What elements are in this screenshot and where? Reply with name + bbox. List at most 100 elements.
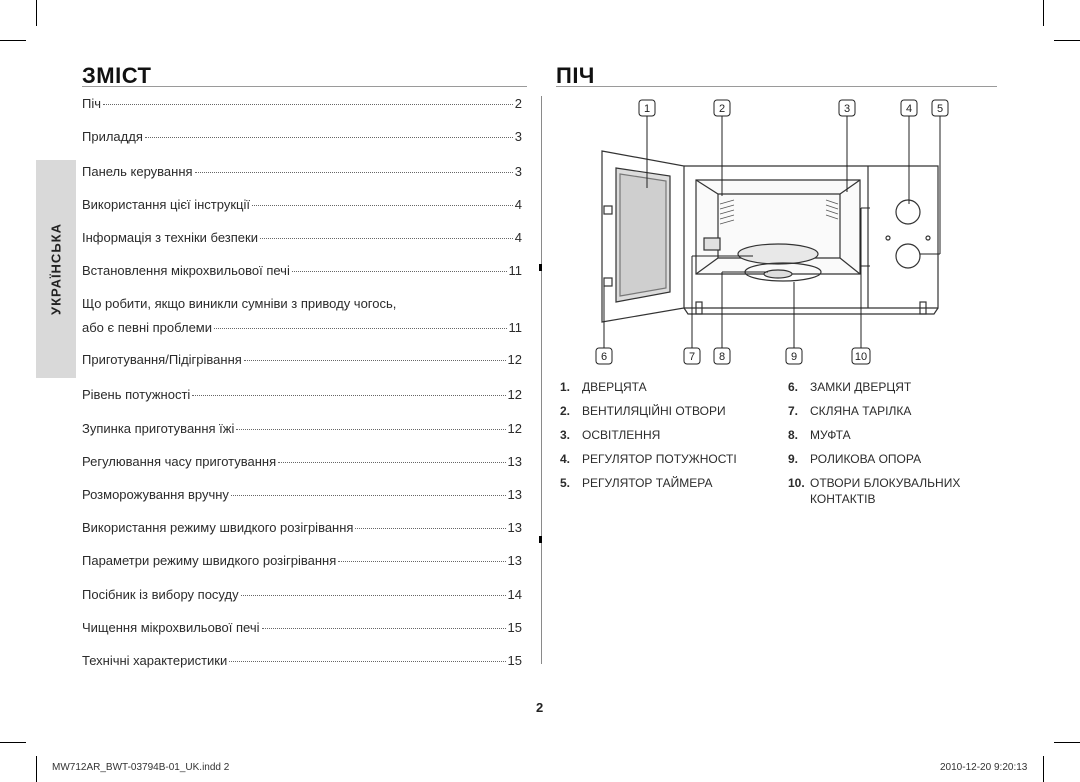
legend-num: 6. (788, 380, 799, 394)
legend-text: ОТВОРИ БЛОКУВАЛЬНИХ (810, 476, 961, 490)
toc-label: Панель керування (82, 164, 193, 179)
dot-leader (278, 462, 506, 463)
toc-page: 11 (508, 320, 523, 335)
oven-body (683, 165, 939, 315)
toc-page: 3 (514, 164, 522, 179)
callout-bottom (595, 347, 871, 365)
toc-entry[interactable]: Панель керування 3 (82, 164, 522, 179)
crop-mark (1043, 756, 1044, 782)
toc-label: Зупинка приготування їжі (82, 421, 235, 436)
callout-9: 9 (791, 351, 797, 363)
toc-label: Регулювання часу приготування (82, 454, 277, 469)
registration-mark (539, 536, 542, 543)
callout-1: 1 (644, 103, 650, 115)
dot-leader (243, 360, 506, 361)
dot-leader (103, 104, 513, 105)
dot-leader (194, 172, 513, 173)
toc-entry[interactable]: Використання цієї інструкції 4 (82, 197, 522, 212)
toc-page: 11 (508, 263, 523, 278)
legend-text: РЕГУЛЯТОР ТАЙМЕРА (582, 476, 713, 490)
dot-leader (259, 238, 513, 239)
legend-num: 3. (560, 428, 571, 442)
legend-item: 5. РЕГУЛЯТОР ТАЙМЕРА (560, 476, 713, 490)
toc-label: Інформація з техніки безпеки (82, 230, 258, 245)
toc-entry[interactable]: Зупинка приготування їжі 12 (82, 421, 522, 436)
toc-label: Використання цієї інструкції (82, 197, 250, 212)
legend-num: 7. (788, 404, 799, 418)
legend-text: РЕГУЛЯТОР ПОТУЖНОСТІ (582, 452, 737, 466)
page-number: 2 (536, 700, 544, 715)
callout-4: 4 (906, 103, 912, 115)
callout-6: 6 (601, 351, 607, 363)
toc-entry[interactable]: Інформація з техніки безпеки 4 (82, 230, 522, 245)
toc-page: 13 (507, 553, 522, 568)
legend-item: 6. ЗАМКИ ДВЕРЦЯТ (788, 380, 911, 394)
callout-2: 2 (719, 103, 725, 115)
legend-num: 5. (560, 476, 571, 490)
toc-label: Рівень потужності (82, 387, 191, 402)
toc-label: Розморожування вручну (82, 487, 229, 502)
callout-top (638, 99, 949, 117)
callout-7: 7 (689, 351, 695, 363)
dot-leader (192, 395, 506, 396)
dot-leader (144, 137, 513, 138)
dot-leader (251, 205, 513, 206)
legend-item: 10. ОТВОРИ БЛОКУВАЛЬНИХ (788, 476, 960, 490)
door (601, 150, 685, 323)
dot-leader (291, 271, 507, 272)
toc-page: 13 (507, 487, 522, 502)
crop-mark (0, 742, 26, 743)
crop-mark (1054, 40, 1080, 41)
legend-item: 9.РОЛИКОВА ОПОРА (788, 452, 921, 466)
callout-3: 3 (844, 103, 850, 115)
toc-page: 12 (507, 387, 522, 402)
toc-page: 12 (507, 421, 522, 436)
toc-label: Приладдя (82, 129, 143, 144)
dot-leader (229, 661, 506, 662)
legend-item: 1.ДВЕРЦЯТА (560, 380, 647, 394)
legend-text: ДВЕРЦЯТА (582, 380, 647, 394)
crop-mark (1054, 742, 1080, 743)
footer-time: 9:20:13 (994, 762, 1028, 773)
dot-leader (230, 495, 506, 496)
dot-leader (240, 595, 506, 596)
legend-text: РОЛИКОВА ОПОРА (810, 452, 922, 466)
vents (719, 199, 839, 225)
dot-leader (355, 528, 506, 529)
oven-title: ПІЧ (556, 63, 595, 88)
legend-num: 2. (560, 404, 571, 418)
legend-num: 10. (788, 476, 805, 490)
legend-text: КОНТАКТІВ (810, 492, 876, 506)
toc-entry[interactable]: Рівень потужності 12 (82, 387, 522, 402)
toc-page: 4 (514, 197, 522, 212)
toc-label: Технічні характеристики (82, 653, 228, 668)
microwave-diagram: 1 2 3 4 5 6 7 8 9 10 (595, 99, 949, 365)
toc-page: 3 (514, 129, 522, 144)
callout-10: 10 (855, 351, 867, 363)
toc-entry[interactable]: Використання режиму швидкого розігріванн… (82, 520, 522, 535)
legend-item: 4.РЕГУЛЯТОР ПОТУЖНОСТІ (560, 452, 737, 466)
crop-mark (1043, 0, 1044, 26)
legend-text: ЗАМКИ ДВЕРЦЯТ (810, 380, 912, 394)
legend-text: ОСВІТЛЕННЯ (582, 428, 661, 442)
legend-item: 3. ОСВІТЛЕННЯ (560, 428, 660, 442)
toc-entry[interactable]: Розморожування вручну 13 (82, 487, 522, 502)
dot-leader (338, 561, 506, 562)
toc-page: 15 (507, 620, 522, 635)
toc-label: Використання режиму швидкого розігріванн… (82, 520, 354, 535)
toc-page: 2 (514, 96, 522, 111)
toc-page: 4 (514, 230, 522, 245)
toc-page: 12 (507, 352, 522, 367)
toc-entry[interactable]: Приладдя 3 (82, 129, 522, 144)
legend-text: ВЕНТИЛЯЦІЙНІ ОТВОРИ (582, 404, 726, 418)
callout-5: 5 (937, 103, 943, 115)
